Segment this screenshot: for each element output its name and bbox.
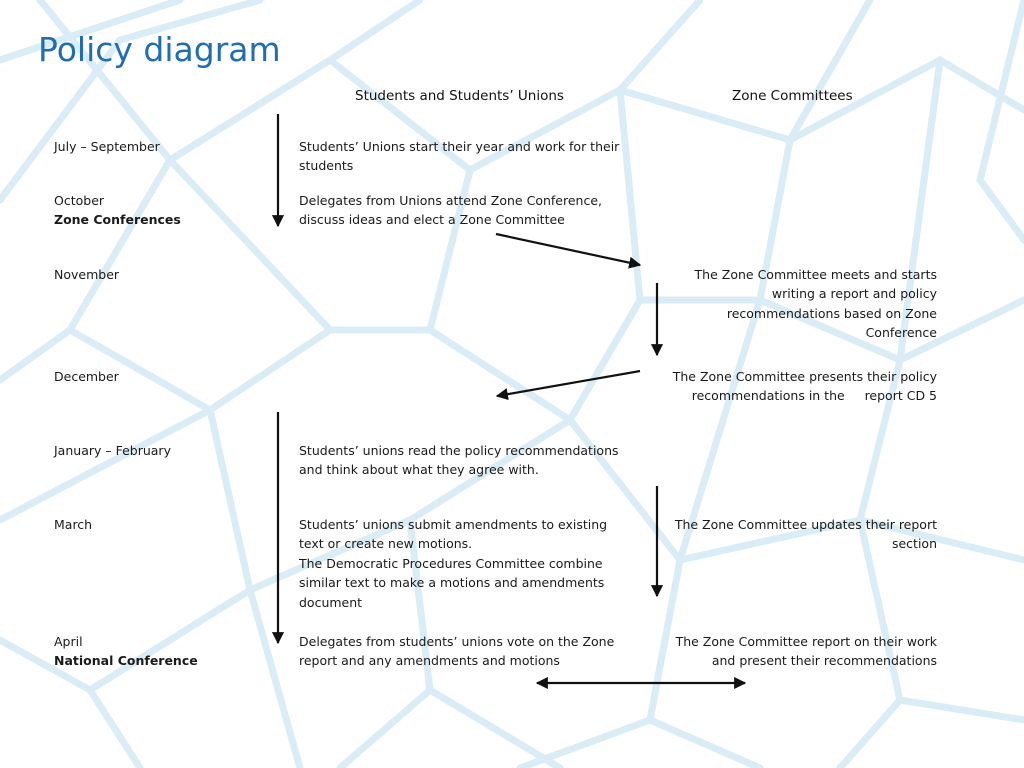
row-period-december: December: [54, 367, 274, 386]
arrow-to-zone-committee: [495, 232, 642, 269]
zone-text-december: The Zone Committee presents their policy…: [672, 369, 937, 404]
students-text-march-main: Students’ unions submit amendments to ex…: [299, 517, 608, 552]
zone-text-march: The Zone Committee updates their report …: [674, 517, 937, 552]
zone-text-april: The Zone Committee report on their work …: [675, 634, 937, 669]
event-label: National Conference: [54, 653, 198, 669]
students-text-jul-sep: Students’ Unions start their year and wo…: [299, 139, 620, 174]
row-period-jul-sep: July – September: [54, 137, 274, 156]
period-label: April: [54, 634, 83, 649]
period-label: January – February: [54, 443, 171, 458]
column-header-zone: Zone Committees: [732, 88, 853, 104]
column-header-students: Students and Students’ Unions: [355, 88, 564, 104]
arrow-to-students-december: [495, 369, 641, 401]
period-label: March: [54, 517, 93, 532]
zone-text-november: The Zone Committee meets and starts writ…: [694, 267, 937, 341]
event-label: Zone Conferences: [54, 212, 181, 228]
students-text-october: Delegates from Unions attend Zone Confer…: [299, 193, 602, 228]
students-text-march-extra: The Democratic Procedures Committee comb…: [299, 555, 605, 610]
row-period-april: April National Conference: [54, 632, 274, 671]
row-period-march: March: [54, 515, 274, 534]
students-text-april: Delegates from students’ unions vote on …: [299, 634, 615, 669]
row-period-november: November: [54, 265, 274, 284]
page-title: Policy diagram: [38, 30, 281, 69]
period-label: December: [54, 369, 119, 384]
row-period-october: October Zone Conferences: [54, 191, 274, 230]
students-text-march: Students’ unions submit amendments to ex…: [299, 515, 629, 612]
period-label: November: [54, 267, 120, 282]
students-text-jan-feb: Students’ unions read the policy recomme…: [299, 443, 619, 478]
row-period-jan-feb: January – February: [54, 441, 274, 460]
period-label: October: [54, 193, 105, 208]
period-label: July – September: [54, 139, 160, 154]
